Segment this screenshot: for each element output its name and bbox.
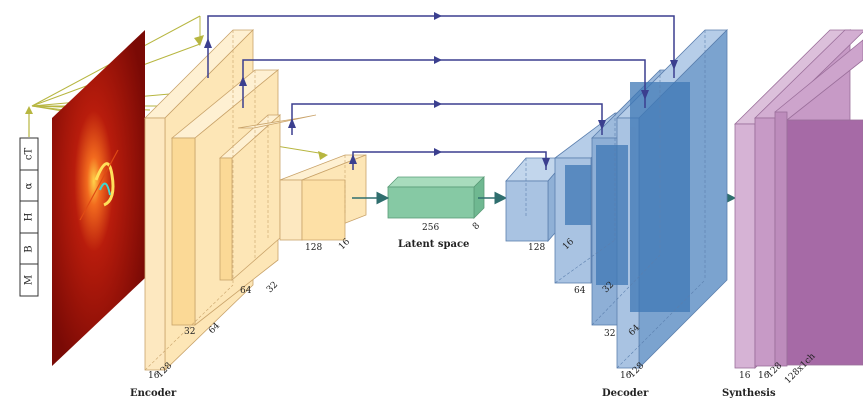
input-parameters: cT α H B M	[19, 106, 39, 297]
encoder-dim-label: 32	[184, 327, 195, 337]
decoder-title: Decoder	[602, 388, 649, 399]
ray-arrowhead	[318, 151, 328, 160]
synthesis-title: Synthesis	[722, 388, 776, 399]
latent-title: Latent space	[398, 239, 469, 250]
synthesis-dim-label: 16	[739, 371, 751, 381]
param-label: cT	[24, 148, 35, 161]
input-heatmap	[52, 30, 145, 366]
encoder-title: Encoder	[130, 388, 177, 399]
synthesis-dim-label: 16	[758, 371, 770, 381]
param-label: B	[24, 245, 35, 252]
latent-dim-label: 8	[471, 221, 482, 232]
decoder-dim-label: 16	[620, 371, 632, 381]
encoder-dim-label: 64	[240, 286, 252, 296]
ray-arrowhead	[194, 35, 204, 46]
encoder-dim-label: 128	[305, 243, 322, 253]
param-label: α	[24, 182, 35, 189]
latent-dim-label: 256	[422, 223, 439, 233]
skip-arrowheads	[204, 12, 678, 168]
param-label: M	[24, 275, 35, 285]
latent-block	[387, 176, 485, 219]
decoder-dim-label: 64	[574, 286, 586, 296]
param-label: H	[24, 212, 35, 221]
encoder-dim-label: 32	[265, 280, 280, 295]
decoder-dim-label: 128	[528, 243, 545, 253]
synthesis-block	[734, 29, 863, 369]
decoder-dashes	[525, 30, 706, 369]
encoder-block	[144, 29, 367, 371]
decoder-dim-label: 32	[604, 329, 615, 339]
encoder-dashes	[144, 30, 346, 371]
encoder-dim-label: 16	[148, 371, 160, 381]
